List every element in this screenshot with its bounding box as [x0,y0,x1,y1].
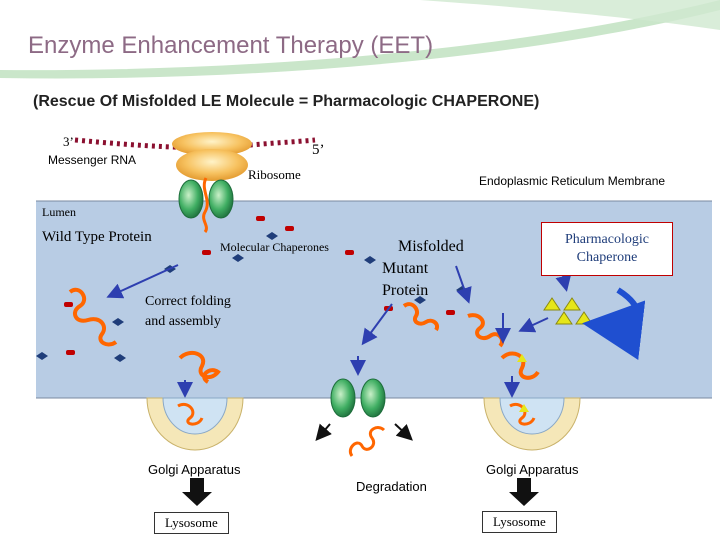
rescued-protein-coil [500,351,540,380]
mutant-label: Mutant [382,260,429,277]
golgi-right-label: Golgi Apparatus [486,462,579,477]
degraded-protein-coil [348,426,386,457]
golgi-to-lysosome-arrows [182,478,539,506]
correct-folding-label: Correct folding [145,294,231,309]
lysosome-right-box: Lysosome [482,511,557,533]
er-membrane-label: Endoplasmic Reticulum Membrane [479,174,666,188]
mrna-label: Messenger RNA [48,153,137,167]
ribosome-label: Ribosome [248,167,301,182]
ribosome [172,132,252,181]
three-prime-label: 3’ [63,134,74,149]
five-prime-label: 5’ [312,142,325,158]
header-swoosh [0,0,720,79]
er-channel-bottom [330,378,386,418]
lumen-label: Lumen [42,205,76,219]
golgi-left [146,397,244,451]
black-arrows [315,423,413,442]
misfolded-label: Misfolded [398,238,464,255]
wild-type-coil [68,287,118,347]
lysosome-left-box: Lysosome [154,512,229,534]
protein-label: Protein [382,282,429,299]
misfolded-protein-coil [402,302,439,332]
pharmacologic-chaperone-box: Pharmacologic Chaperone [541,222,673,276]
page-title: Enzyme Enhancement Therapy (EET) [28,32,434,59]
molecular-chaperones-label: Molecular Chaperones [220,240,329,254]
correct-folding-coil [178,350,221,384]
assembly-label: and assembly [145,314,221,329]
page-subtitle: (Rescue Of Misfolded LE Molecule = Pharm… [33,93,540,110]
golgi-right [483,397,581,451]
wild-type-label: Wild Type Protein [42,229,152,245]
pc-curved-arrow [582,287,646,360]
golgi-left-label: Golgi Apparatus [148,462,241,477]
er-channel-top [178,177,234,233]
degradation-label: Degradation [356,479,427,494]
